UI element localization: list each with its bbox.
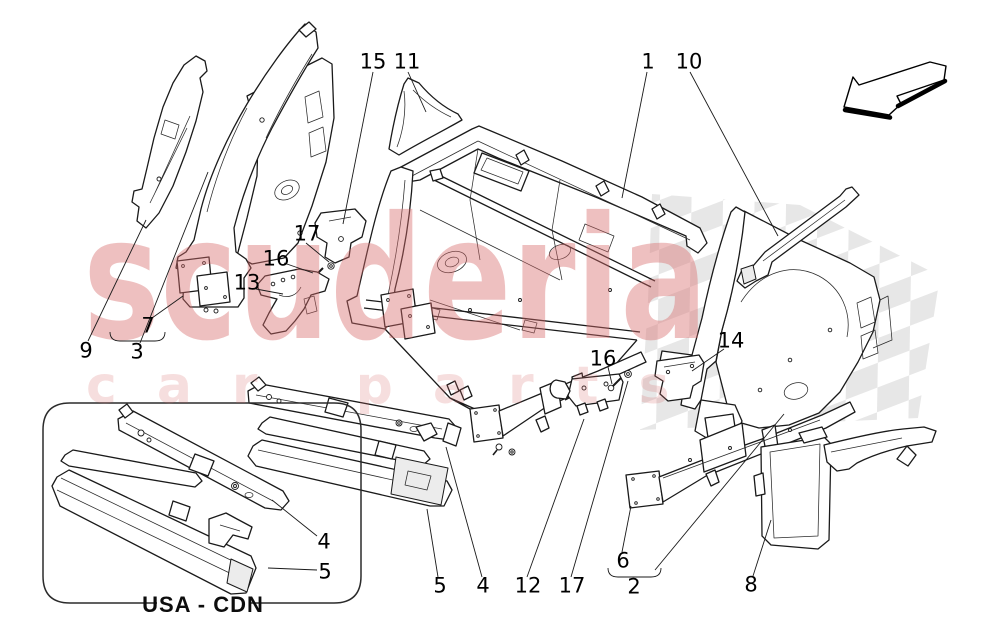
direction-arrow-icon <box>842 61 948 120</box>
fastener-pair-small <box>492 443 516 456</box>
part-sill-strip-10 <box>736 186 860 289</box>
watermark-line2: car parts <box>86 356 709 416</box>
part-crossmember-4-usa <box>117 403 290 511</box>
fastener-washer-17a <box>327 262 335 270</box>
part-bumper-beam-5-usa <box>51 449 257 595</box>
part-bracket-13 <box>256 268 330 335</box>
part-crossmember-5 <box>247 416 453 507</box>
part-crossmember-4 <box>247 376 462 447</box>
part-bracket-12 <box>549 373 624 416</box>
fastener-washer-17b <box>624 370 632 378</box>
fastener-bolt-16b <box>607 377 622 392</box>
part-pillar-assembly-3 <box>175 21 335 314</box>
leader-lines <box>87 71 785 578</box>
part-bracket-14 <box>654 354 705 402</box>
watermark-line1: scuderia <box>83 181 708 379</box>
part-reinforcement-8 <box>753 426 937 550</box>
part-sail-panel-11 <box>388 77 463 156</box>
part-quarter-panel-9 <box>131 55 208 229</box>
watermark: scuderia car parts <box>83 181 709 416</box>
brace-6-2 <box>607 567 662 578</box>
brace-7-3 <box>109 331 166 342</box>
variant-box-label: USA - CDN <box>142 592 264 617</box>
part-bracket-15 <box>314 208 367 264</box>
variant-box: USA - CDN <box>42 402 362 617</box>
